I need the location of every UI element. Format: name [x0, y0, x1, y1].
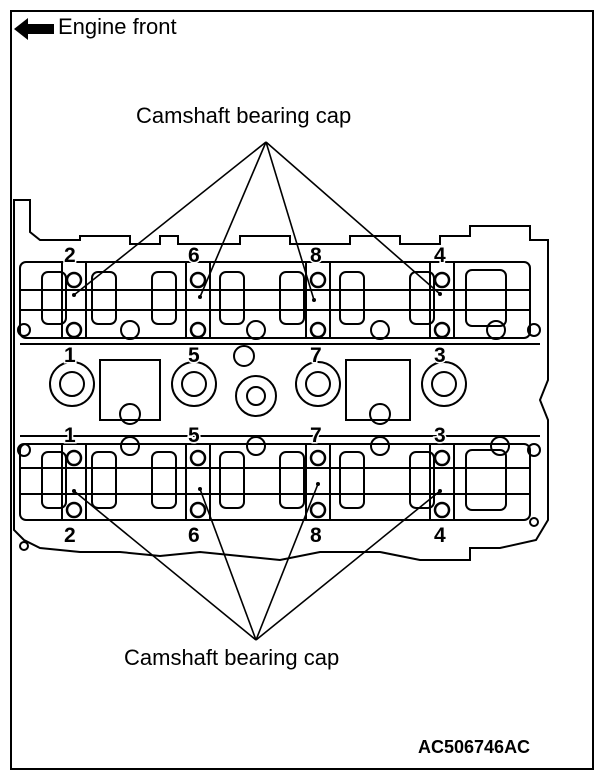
upper-camshaft: [19, 261, 531, 339]
cap-number: 6: [188, 244, 200, 267]
cap-number: 4: [434, 524, 446, 547]
cap-number: 3: [434, 424, 446, 447]
cap-number: 6: [188, 524, 200, 547]
bearing-cap: [185, 443, 211, 521]
bearing-cap: [305, 443, 331, 521]
engine-front-label: Engine front: [58, 14, 177, 39]
figure-frame: [10, 10, 594, 770]
spark-plug-hole: [49, 361, 95, 407]
cap-number: 8: [310, 524, 322, 547]
top-callout-label: Camshaft bearing cap: [136, 103, 352, 128]
spark-plug-hole: [421, 361, 467, 407]
bottom-callout-label: Camshaft bearing cap: [124, 645, 340, 670]
cap-number: 3: [434, 344, 446, 367]
cap-number: 4: [434, 244, 446, 267]
cap-number: 5: [188, 424, 200, 447]
cylinder-head-outline: [13, 199, 549, 562]
cap-number: 2: [64, 524, 76, 547]
top-leader-lines: [73, 141, 441, 301]
lower-camshaft: [19, 443, 531, 521]
bearing-cap: [61, 443, 87, 521]
cap-number: 5: [188, 344, 200, 367]
figure-code: AC506746AC: [418, 737, 531, 757]
cap-number: 7: [310, 344, 322, 367]
cap-number: 1: [64, 424, 76, 447]
left-arrow-icon: [14, 18, 54, 40]
spark-plug-hole: [295, 361, 341, 407]
spark-plug-hole: [171, 361, 217, 407]
cap-number: 7: [310, 424, 322, 447]
bottom-leader-lines: [73, 483, 441, 641]
cap-number: 8: [310, 244, 322, 267]
cap-number: 1: [64, 344, 76, 367]
bearing-cap: [429, 443, 455, 521]
cap-number: 2: [64, 244, 76, 267]
